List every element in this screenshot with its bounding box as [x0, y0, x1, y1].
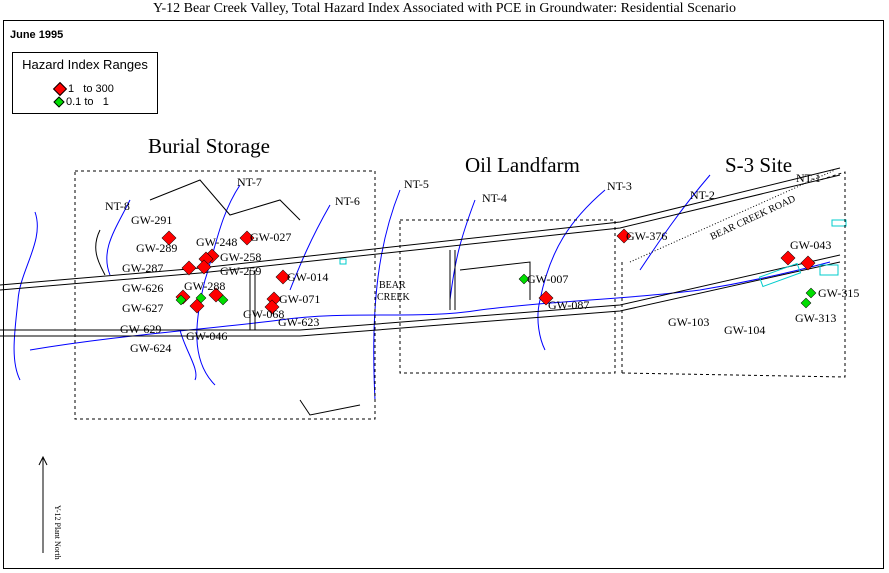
well-label: GW-248 — [196, 235, 237, 249]
well-label: GW-626 — [122, 281, 163, 295]
area-boundaries — [74, 170, 846, 420]
low-hazard-well-marker[interactable] — [805, 287, 817, 299]
north-label: Y-12 Plant North — [53, 505, 62, 560]
stream-label: NT-8 — [105, 199, 130, 213]
legend-label: 0.1 to 1 — [66, 96, 109, 108]
well-label: GW-027 — [250, 230, 291, 244]
low-hazard-well-marker[interactable] — [175, 294, 187, 306]
well-labels: GW-291GW-289GW-287GW-626GW-627GW-629GW-6… — [120, 213, 859, 355]
well-label: GW-071 — [279, 292, 320, 306]
high-hazard-well-marker[interactable] — [196, 259, 212, 275]
low-hazard-well-marker[interactable] — [518, 273, 530, 285]
high-hazard-well-marker[interactable] — [239, 230, 255, 246]
area-label-s3-site: S-3 Site — [725, 153, 792, 177]
map-frame — [3, 20, 884, 569]
map-title: Y-12 Bear Creek Valley, Total Hazard Ind… — [152, 1, 737, 16]
red-diamond-icon — [52, 81, 68, 97]
high-hazard-well-marker[interactable] — [189, 298, 205, 314]
map-date: June 1995 — [10, 29, 64, 41]
road-label-line — [629, 169, 836, 263]
well-label: GW-627 — [122, 301, 163, 315]
high-hazard-well-marker[interactable] — [616, 228, 632, 244]
road-label: BEAR CREEK ROAD — [709, 194, 798, 243]
well-label: GW-007 — [527, 272, 568, 286]
well-label: GW-104 — [724, 323, 765, 337]
legend-item-high: 1 to 300 — [52, 81, 114, 97]
stream-label: NT-7 — [237, 175, 262, 189]
high-hazard-well-marker[interactable] — [275, 269, 291, 285]
well-label: GW-288 — [184, 279, 225, 293]
well-label: GW-376 — [626, 229, 667, 243]
legend-item-low: 0.1 to 1 — [53, 96, 109, 108]
high-hazard-well-marker[interactable] — [780, 250, 796, 266]
area-label-burial-storage: Burial Storage — [148, 134, 270, 158]
high-hazard-well-marker[interactable] — [181, 260, 197, 276]
legend-title: Hazard Index Ranges — [22, 57, 148, 72]
well-label: GW-629 — [120, 322, 161, 336]
well-label: GW-259 — [220, 264, 261, 278]
well-label: GW-313 — [795, 311, 836, 325]
north-arrow-icon — [38, 455, 48, 553]
well-label: GW-014 — [287, 270, 328, 284]
well-label: GW-287 — [122, 261, 163, 275]
legend-label: 1 to 300 — [68, 83, 114, 95]
high-hazard-well-marker[interactable] — [161, 230, 177, 246]
high-hazard-well-marker[interactable] — [538, 290, 554, 306]
creek-label: CREEK — [377, 292, 411, 303]
well-label: GW-289 — [136, 241, 177, 255]
creek-label: BEAR — [379, 280, 406, 291]
stream-label: NT-6 — [335, 194, 360, 208]
well-label: GW-291 — [131, 213, 172, 227]
well-label: GW-624 — [130, 341, 171, 355]
well-label: GW-623 — [278, 315, 319, 329]
high-hazard-well-marker[interactable] — [800, 255, 816, 271]
well-label: GW-043 — [790, 238, 831, 252]
well-label: GW-046 — [186, 329, 227, 343]
roads — [0, 167, 841, 416]
stream-label: NT-2 — [690, 188, 715, 202]
well-markers — [161, 228, 817, 315]
low-hazard-well-marker[interactable] — [800, 297, 812, 309]
stream-label: NT-3 — [607, 179, 632, 193]
green-diamond-icon — [53, 96, 65, 108]
stream-label: NT-5 — [404, 177, 429, 191]
stream-label: NT-4 — [482, 191, 507, 205]
high-hazard-well-marker[interactable] — [264, 299, 280, 315]
well-label: GW-315 — [818, 286, 859, 300]
well-label: GW-087 — [548, 298, 589, 312]
well-label: GW-258 — [220, 250, 261, 264]
burial-storage-boundary — [74, 170, 376, 420]
well-label: GW-068 — [243, 307, 284, 321]
legend: Hazard Index Ranges 1 to 300 0.1 to 1 — [12, 52, 158, 114]
low-hazard-well-marker[interactable] — [217, 294, 229, 306]
s3-site-boundary — [621, 171, 846, 378]
buildings — [339, 219, 847, 288]
stream-labels: NT-8 NT-7 NT-6 NT-5 NT-4 NT-3 NT-2 NT-1 — [105, 171, 821, 213]
oil-landfarm-boundary — [399, 219, 616, 374]
stream-label: NT-1 — [796, 171, 821, 185]
area-label-oil-landfarm: Oil Landfarm — [465, 153, 580, 177]
well-label: GW-103 — [668, 315, 709, 329]
